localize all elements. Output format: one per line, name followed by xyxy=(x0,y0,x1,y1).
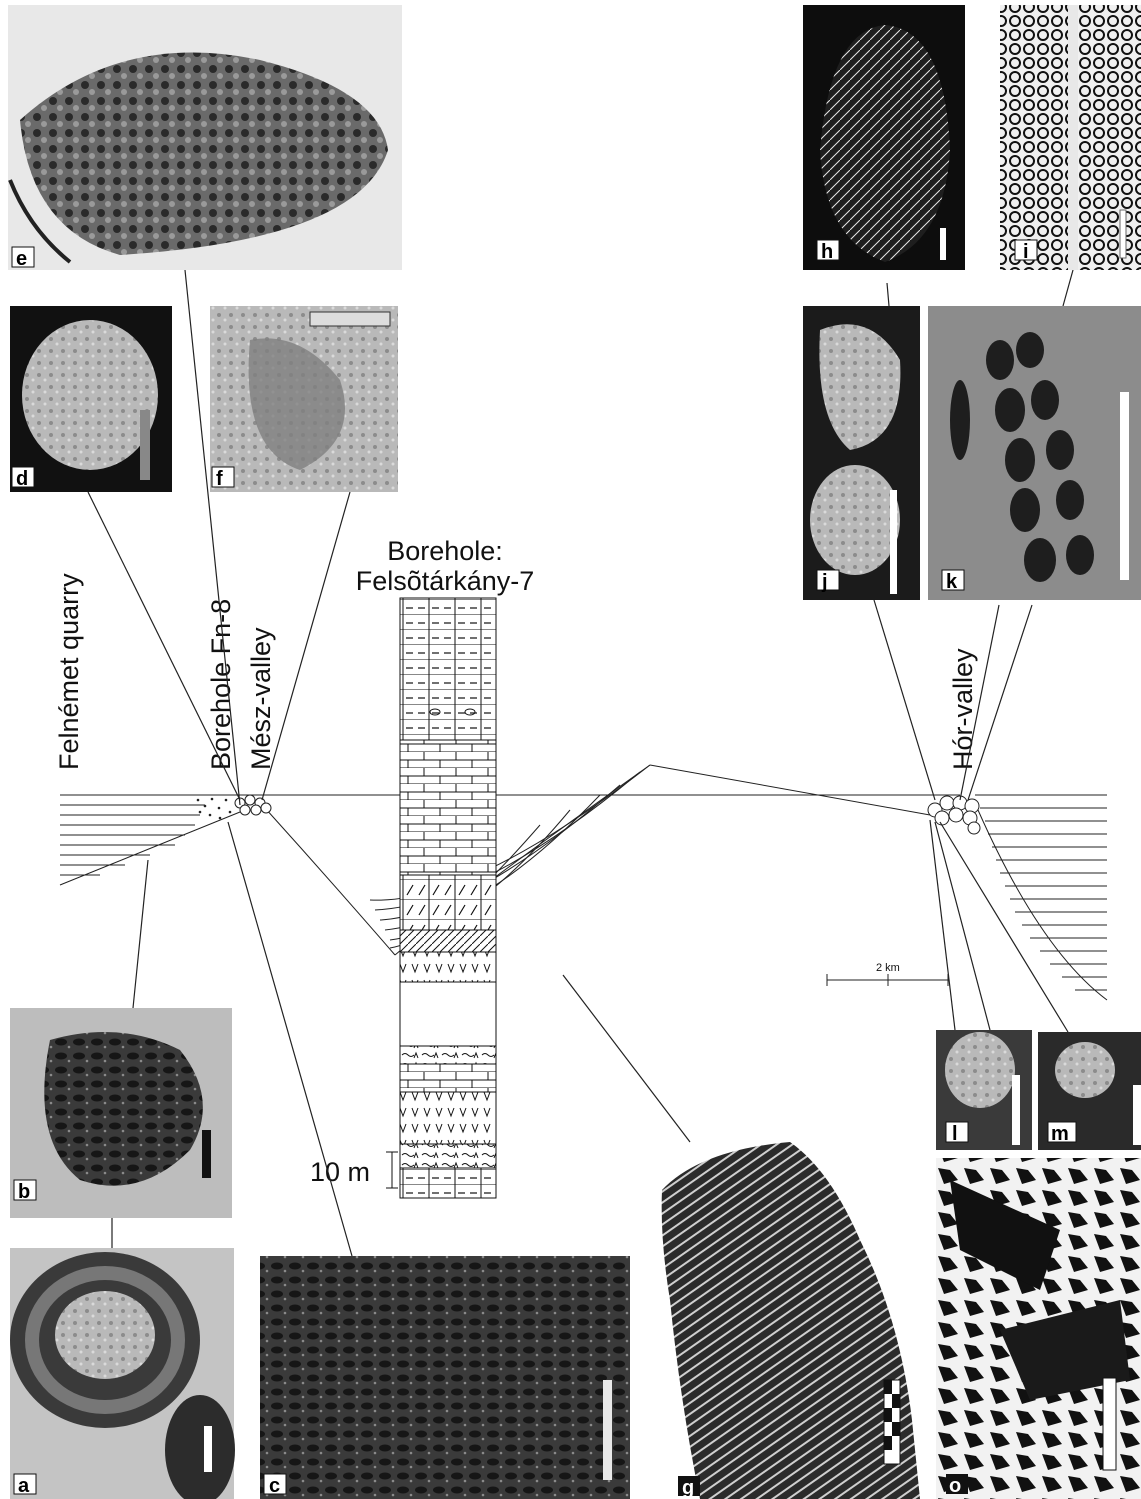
borehole-scale-label: 10 m xyxy=(310,1157,370,1187)
sand-patch xyxy=(197,798,232,820)
borehole-title-line2: Felsõtárkány-7 xyxy=(356,566,535,596)
photo-b: b xyxy=(10,1008,232,1218)
reef-mound-right xyxy=(928,796,980,834)
borehole-title-line1: Borehole: xyxy=(387,536,503,566)
photo-i: i xyxy=(1000,5,1141,270)
basin-section xyxy=(60,765,1107,1000)
photo-f: f xyxy=(210,306,398,492)
photo-label-e: e xyxy=(16,248,27,270)
photo-label-c: c xyxy=(269,1475,280,1497)
photo-label-a: a xyxy=(18,1475,30,1497)
reef-mound-left xyxy=(235,795,271,815)
litho-marl-base xyxy=(400,1168,496,1198)
litho-slope-deposit xyxy=(400,982,496,1046)
slope-profile-left xyxy=(265,808,395,955)
photo-h: h xyxy=(803,5,965,270)
photo-o: o xyxy=(936,1158,1141,1499)
borehole-column: Borehole: Felsõtárkány-7 10 m xyxy=(310,536,534,1198)
right-basin-hatch xyxy=(975,795,1107,990)
photo-a: a xyxy=(10,1248,235,1499)
litho-limestone-lower xyxy=(400,1064,496,1092)
photo-label-i: i xyxy=(1023,241,1029,263)
label-mesz-valley: Mész-valley xyxy=(246,627,276,770)
photo-e: e xyxy=(8,5,402,270)
photo-d: d xyxy=(10,306,172,492)
photo-label-g: g xyxy=(682,1477,694,1499)
photo-c: c xyxy=(260,1256,630,1499)
litho-tuffite-1 xyxy=(400,1046,496,1064)
photo-label-o: o xyxy=(949,1475,961,1497)
litho-volcanic-upper xyxy=(400,952,496,982)
photo-label-l: l xyxy=(952,1123,958,1145)
map-scale-bar: 2 km xyxy=(827,962,948,986)
photo-label-d: d xyxy=(16,468,28,490)
litho-breccia xyxy=(400,930,496,952)
borehole-scale: 10 m xyxy=(310,1152,398,1188)
photo-label-m: m xyxy=(1051,1123,1069,1145)
litho-limestone xyxy=(400,740,496,875)
label-felnemet-quarry: Felnémet quarry xyxy=(54,573,84,770)
photo-k: k xyxy=(928,306,1141,600)
litho-volcanic-lower xyxy=(400,1092,496,1144)
photo-m: m xyxy=(1038,1032,1141,1150)
photo-g: g xyxy=(662,1142,920,1499)
litho-dolomite xyxy=(400,875,496,930)
slope-profile-right xyxy=(650,765,930,815)
map-scale-label: 2 km xyxy=(876,962,900,974)
photo-label-h: h xyxy=(821,241,833,263)
photo-label-b: b xyxy=(18,1181,30,1203)
litho-tuffite-2 xyxy=(400,1144,496,1168)
photo-l: l xyxy=(936,1030,1032,1150)
right-slope-line xyxy=(978,810,1107,1000)
litho-marly-limestone xyxy=(400,598,496,740)
photo-label-j: j xyxy=(821,571,828,593)
photo-j: j xyxy=(803,306,920,600)
left-slope-line xyxy=(60,812,240,885)
label-hor-valley: Hór-valley xyxy=(948,648,978,770)
photo-label-f: f xyxy=(216,468,223,490)
photo-label-k: k xyxy=(946,571,958,593)
